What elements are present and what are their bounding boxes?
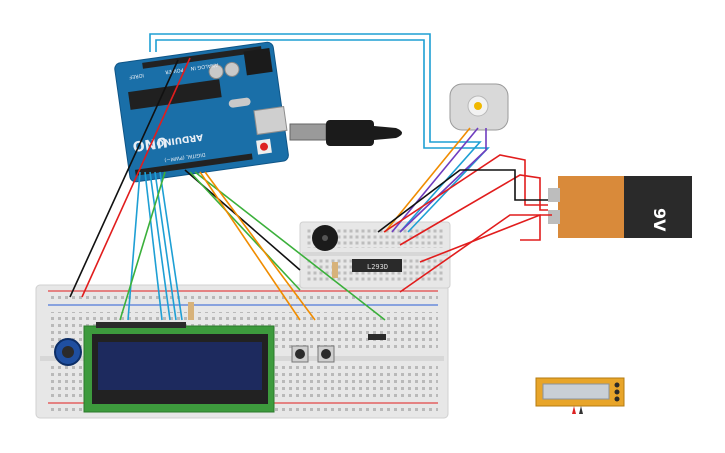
- temperature-sensor-icon: [535, 377, 625, 414]
- arduino-analog-label: ANALOG IN: [190, 61, 219, 71]
- battery-icon: 9V: [548, 176, 692, 238]
- lcd-resistor: [188, 302, 194, 320]
- wires: [69, 33, 552, 321]
- usb-cable-icon: [289, 120, 402, 146]
- diode: [368, 334, 386, 340]
- arduino-ioref-label: IOREF: [129, 72, 145, 80]
- buzzer-icon: [312, 225, 338, 251]
- arduino-uno-board: ARDUINO UNO DIGITAL (PWM~) POWER IOREF A…: [114, 41, 289, 183]
- motor-icon: [449, 83, 509, 131]
- button-resistor: [332, 262, 338, 278]
- driver-ic-label: L293D: [367, 263, 388, 271]
- battery-label: 9V: [650, 208, 669, 232]
- pushbutton-icon: [291, 345, 335, 363]
- arduino-digital-label: DIGITAL (PWM~): [164, 151, 206, 163]
- arduino-model-label: UNO: [131, 133, 168, 154]
- driver-ic: L293D: [352, 259, 402, 272]
- lcd-display: [83, 322, 275, 413]
- potentiometer-icon: [54, 338, 82, 366]
